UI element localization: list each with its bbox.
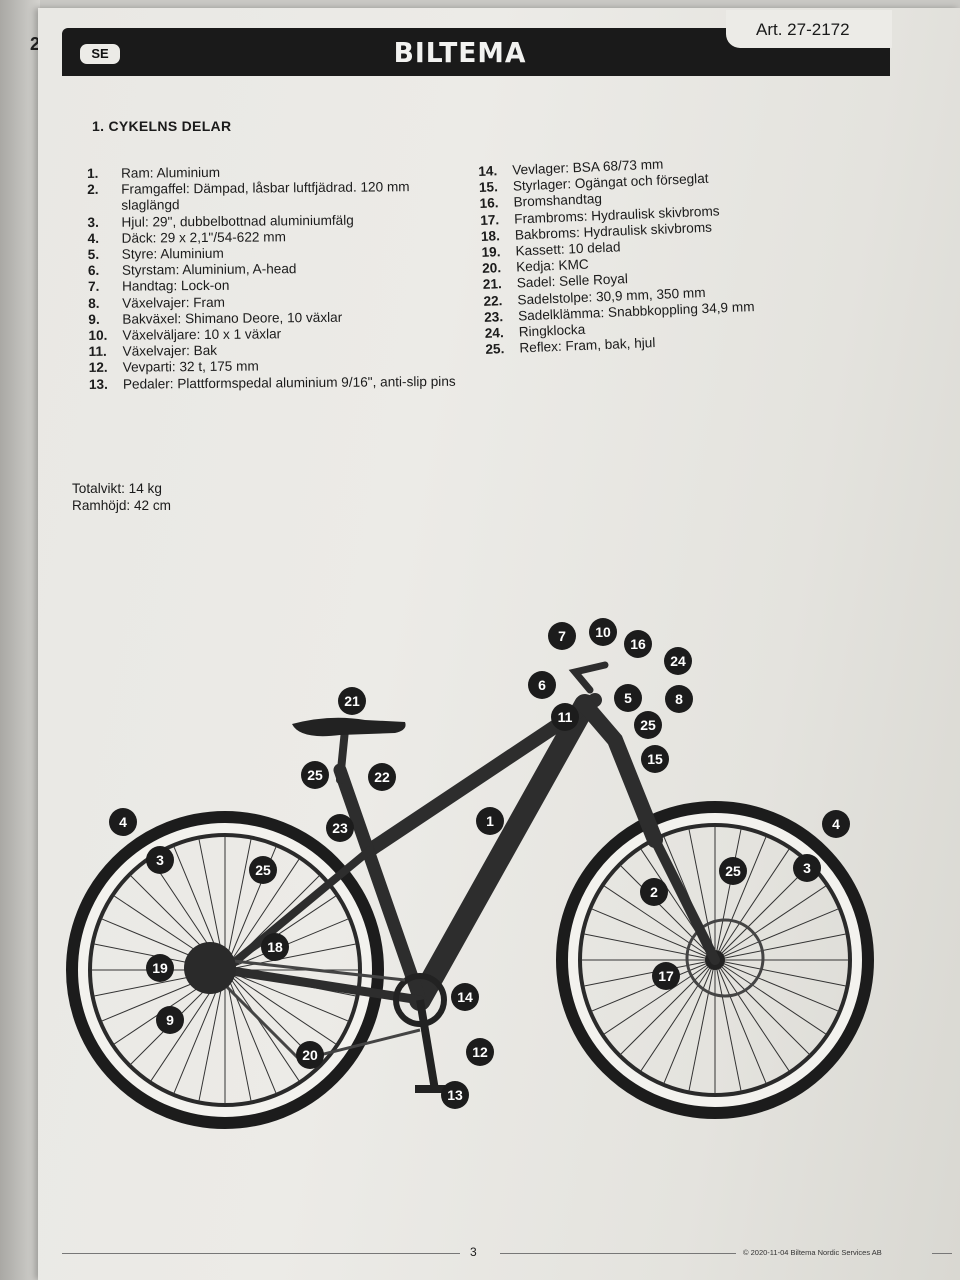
svg-text:25: 25	[307, 767, 323, 783]
total-weight: Totalvikt: 14 kg	[72, 481, 162, 496]
callout-24: 24	[664, 647, 692, 675]
callout-1: 1	[476, 807, 504, 835]
callout-4: 4	[822, 810, 850, 838]
callout-6: 6	[528, 671, 556, 699]
section-title: 1. CYKELNS DELAR	[92, 118, 232, 134]
footer-rule	[62, 1253, 460, 1254]
svg-text:6: 6	[538, 677, 546, 693]
callout-25: 25	[249, 856, 277, 884]
callout-3: 3	[793, 854, 821, 882]
callout-7: 7	[548, 622, 576, 650]
callout-11: 11	[551, 703, 579, 731]
callout-21: 21	[338, 687, 366, 715]
svg-text:13: 13	[447, 1087, 463, 1103]
article-number: Art. 27-2172	[756, 20, 850, 39]
svg-text:18: 18	[267, 939, 283, 955]
svg-text:14: 14	[457, 989, 473, 1005]
callout-13: 13	[441, 1081, 469, 1109]
front-wheel	[556, 801, 874, 1119]
callout-20: 20	[296, 1041, 324, 1069]
bike-frame	[220, 661, 720, 1011]
svg-text:7: 7	[558, 628, 566, 644]
svg-text:20: 20	[302, 1047, 318, 1063]
callout-25: 25	[719, 857, 747, 885]
callout-15: 15	[641, 745, 669, 773]
crankset	[393, 973, 447, 1093]
svg-text:1: 1	[486, 813, 494, 829]
svg-text:12: 12	[472, 1044, 488, 1060]
svg-text:2: 2	[650, 884, 658, 900]
svg-text:19: 19	[152, 960, 168, 976]
callout-17: 17	[652, 962, 680, 990]
svg-text:4: 4	[119, 814, 127, 830]
svg-text:22: 22	[374, 769, 390, 785]
saddle	[292, 717, 406, 737]
brand-logo: BILTEMA	[393, 36, 527, 69]
previous-page-number: 2	[30, 34, 41, 54]
callout-25: 25	[634, 711, 662, 739]
rear-wheel	[66, 811, 384, 1129]
callout-22: 22	[368, 763, 396, 791]
svg-text:10: 10	[595, 624, 611, 640]
frame-height: Ramhöjd: 42 cm	[72, 498, 171, 513]
callout-3: 3	[146, 846, 174, 874]
bike-specs: Totalvikt: 14 kg Ramhöjd: 42 cm	[72, 480, 171, 514]
rear-cassette	[184, 942, 236, 994]
svg-text:21: 21	[344, 693, 360, 709]
callout-2: 2	[640, 878, 668, 906]
svg-text:5: 5	[624, 690, 632, 706]
svg-text:24: 24	[670, 653, 686, 669]
callout-18: 18	[261, 933, 289, 961]
svg-text:17: 17	[658, 968, 674, 984]
callout-19: 19	[146, 954, 174, 982]
svg-text:25: 25	[725, 863, 741, 879]
article-tab	[726, 10, 892, 48]
svg-text:4: 4	[832, 816, 840, 832]
svg-text:16: 16	[630, 636, 646, 652]
svg-text:25: 25	[640, 717, 656, 733]
callout-12: 12	[466, 1038, 494, 1066]
callout-14: 14	[451, 983, 479, 1011]
callout-4: 4	[109, 808, 137, 836]
language-badge: SE	[80, 44, 120, 64]
svg-text:3: 3	[156, 852, 164, 868]
previous-page-edge	[0, 0, 40, 1280]
callout-16: 16	[624, 630, 652, 658]
svg-text:9: 9	[166, 1012, 174, 1028]
callout-5: 5	[614, 684, 642, 712]
callout-25: 25	[301, 761, 329, 789]
copyright-notice: © 2020-11-04 Biltema Nordic Services AB	[743, 1248, 882, 1257]
svg-text:15: 15	[647, 751, 663, 767]
page-number: 3	[470, 1245, 477, 1259]
callout-9: 9	[156, 1006, 184, 1034]
svg-text:23: 23	[332, 820, 348, 836]
callout-10: 10	[589, 618, 617, 646]
footer-rule	[932, 1253, 952, 1254]
svg-text:25: 25	[255, 862, 271, 878]
callout-23: 23	[326, 814, 354, 842]
footer-rule	[500, 1253, 736, 1254]
svg-text:3: 3	[803, 860, 811, 876]
callout-8: 8	[665, 685, 693, 713]
svg-text:8: 8	[675, 691, 683, 707]
svg-text:11: 11	[558, 709, 573, 725]
